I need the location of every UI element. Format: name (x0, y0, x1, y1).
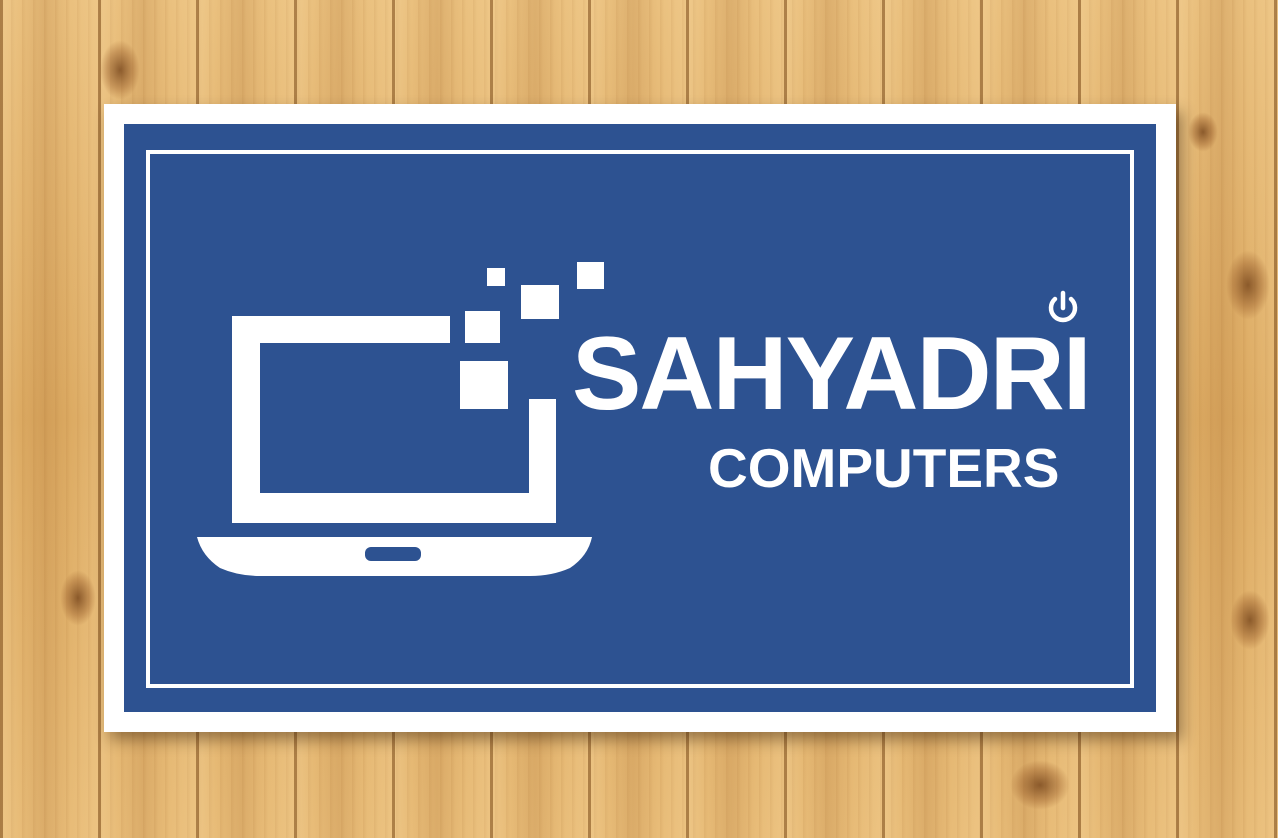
signboard-inner-border (146, 150, 1134, 688)
signboard-panel (124, 124, 1156, 712)
pixel-squares-icon (460, 262, 604, 409)
laptop-trackpad (365, 547, 421, 561)
brand-name: SAHYADRI (572, 316, 1092, 432)
signboard (104, 104, 1176, 732)
wood-knot (100, 40, 140, 100)
wood-knot (1188, 112, 1218, 152)
wood-knot (60, 570, 96, 626)
laptop-screen (232, 316, 556, 523)
wood-knot (1226, 250, 1270, 320)
power-icon (1048, 290, 1078, 323)
wood-knot (1230, 590, 1270, 650)
brand-subtitle: COMPUTERS (708, 437, 1060, 499)
wood-knot (1010, 760, 1070, 810)
